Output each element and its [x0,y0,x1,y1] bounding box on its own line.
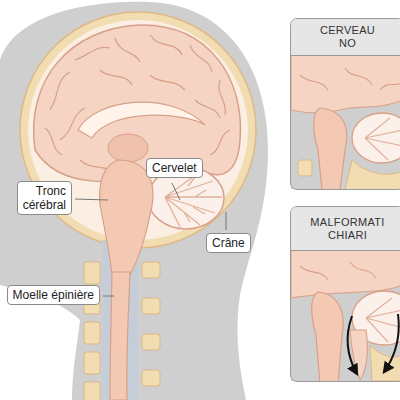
cerebellum-folia [366,298,400,342]
heading-text: CERVEAU NO [320,24,375,50]
panel-heading: CERVEAU NO [291,19,400,56]
chiari-inset [291,250,400,381]
inset-panel: MALFORMATI CHIARI [290,206,400,382]
leader-line [226,212,227,230]
heading-text: MALFORMATI CHIARI [310,216,384,242]
normal-brain-inset [291,55,400,189]
vertebra [142,334,160,350]
brain-gyri [300,262,376,280]
label-text: Tronc cérébral [23,184,66,212]
cerebellum-folia [165,172,222,227]
vertebra [142,298,160,314]
cerebellum [352,113,400,163]
vertebra [84,382,100,400]
label-text: Moelle épinière [13,288,94,302]
head-silhouette [0,2,268,400]
cerebellum-folia [365,118,400,160]
skull [345,160,400,189]
vertebra [142,370,160,386]
label-box: Tronc cérébral [17,181,72,215]
cerebrum [34,25,241,181]
cerebellar-tonsil [350,330,367,380]
leader-line [103,296,114,297]
corpus-callosum [78,102,205,138]
label-box: Crâne [206,233,251,253]
label-box: Moelle épinière [7,285,100,305]
thalamus [108,134,148,162]
brainstem [100,160,153,275]
spinal-cord [110,272,130,400]
panel-heading: MALFORMATI CHIARI [291,207,400,251]
brain-gyri [300,68,400,90]
leader-lines [75,183,226,296]
vertebra [298,160,312,176]
cerebrum [291,55,400,113]
brainstem [314,108,347,189]
vertebra [84,352,100,374]
label-text: Crâne [212,236,245,250]
brain-gyri [45,35,230,172]
label-text: Cervelet [152,161,197,175]
leader-line [75,199,108,200]
arrow [348,316,357,374]
vertebrae [84,262,160,400]
inset-panel: CERVEAU NO [290,18,400,190]
vertebra [142,262,160,278]
arrow [384,314,399,372]
label-box: Cervelet [146,158,203,178]
vertebra [84,322,100,344]
brainstem [312,292,343,381]
leader-line [172,183,180,200]
vertebra [84,262,100,284]
